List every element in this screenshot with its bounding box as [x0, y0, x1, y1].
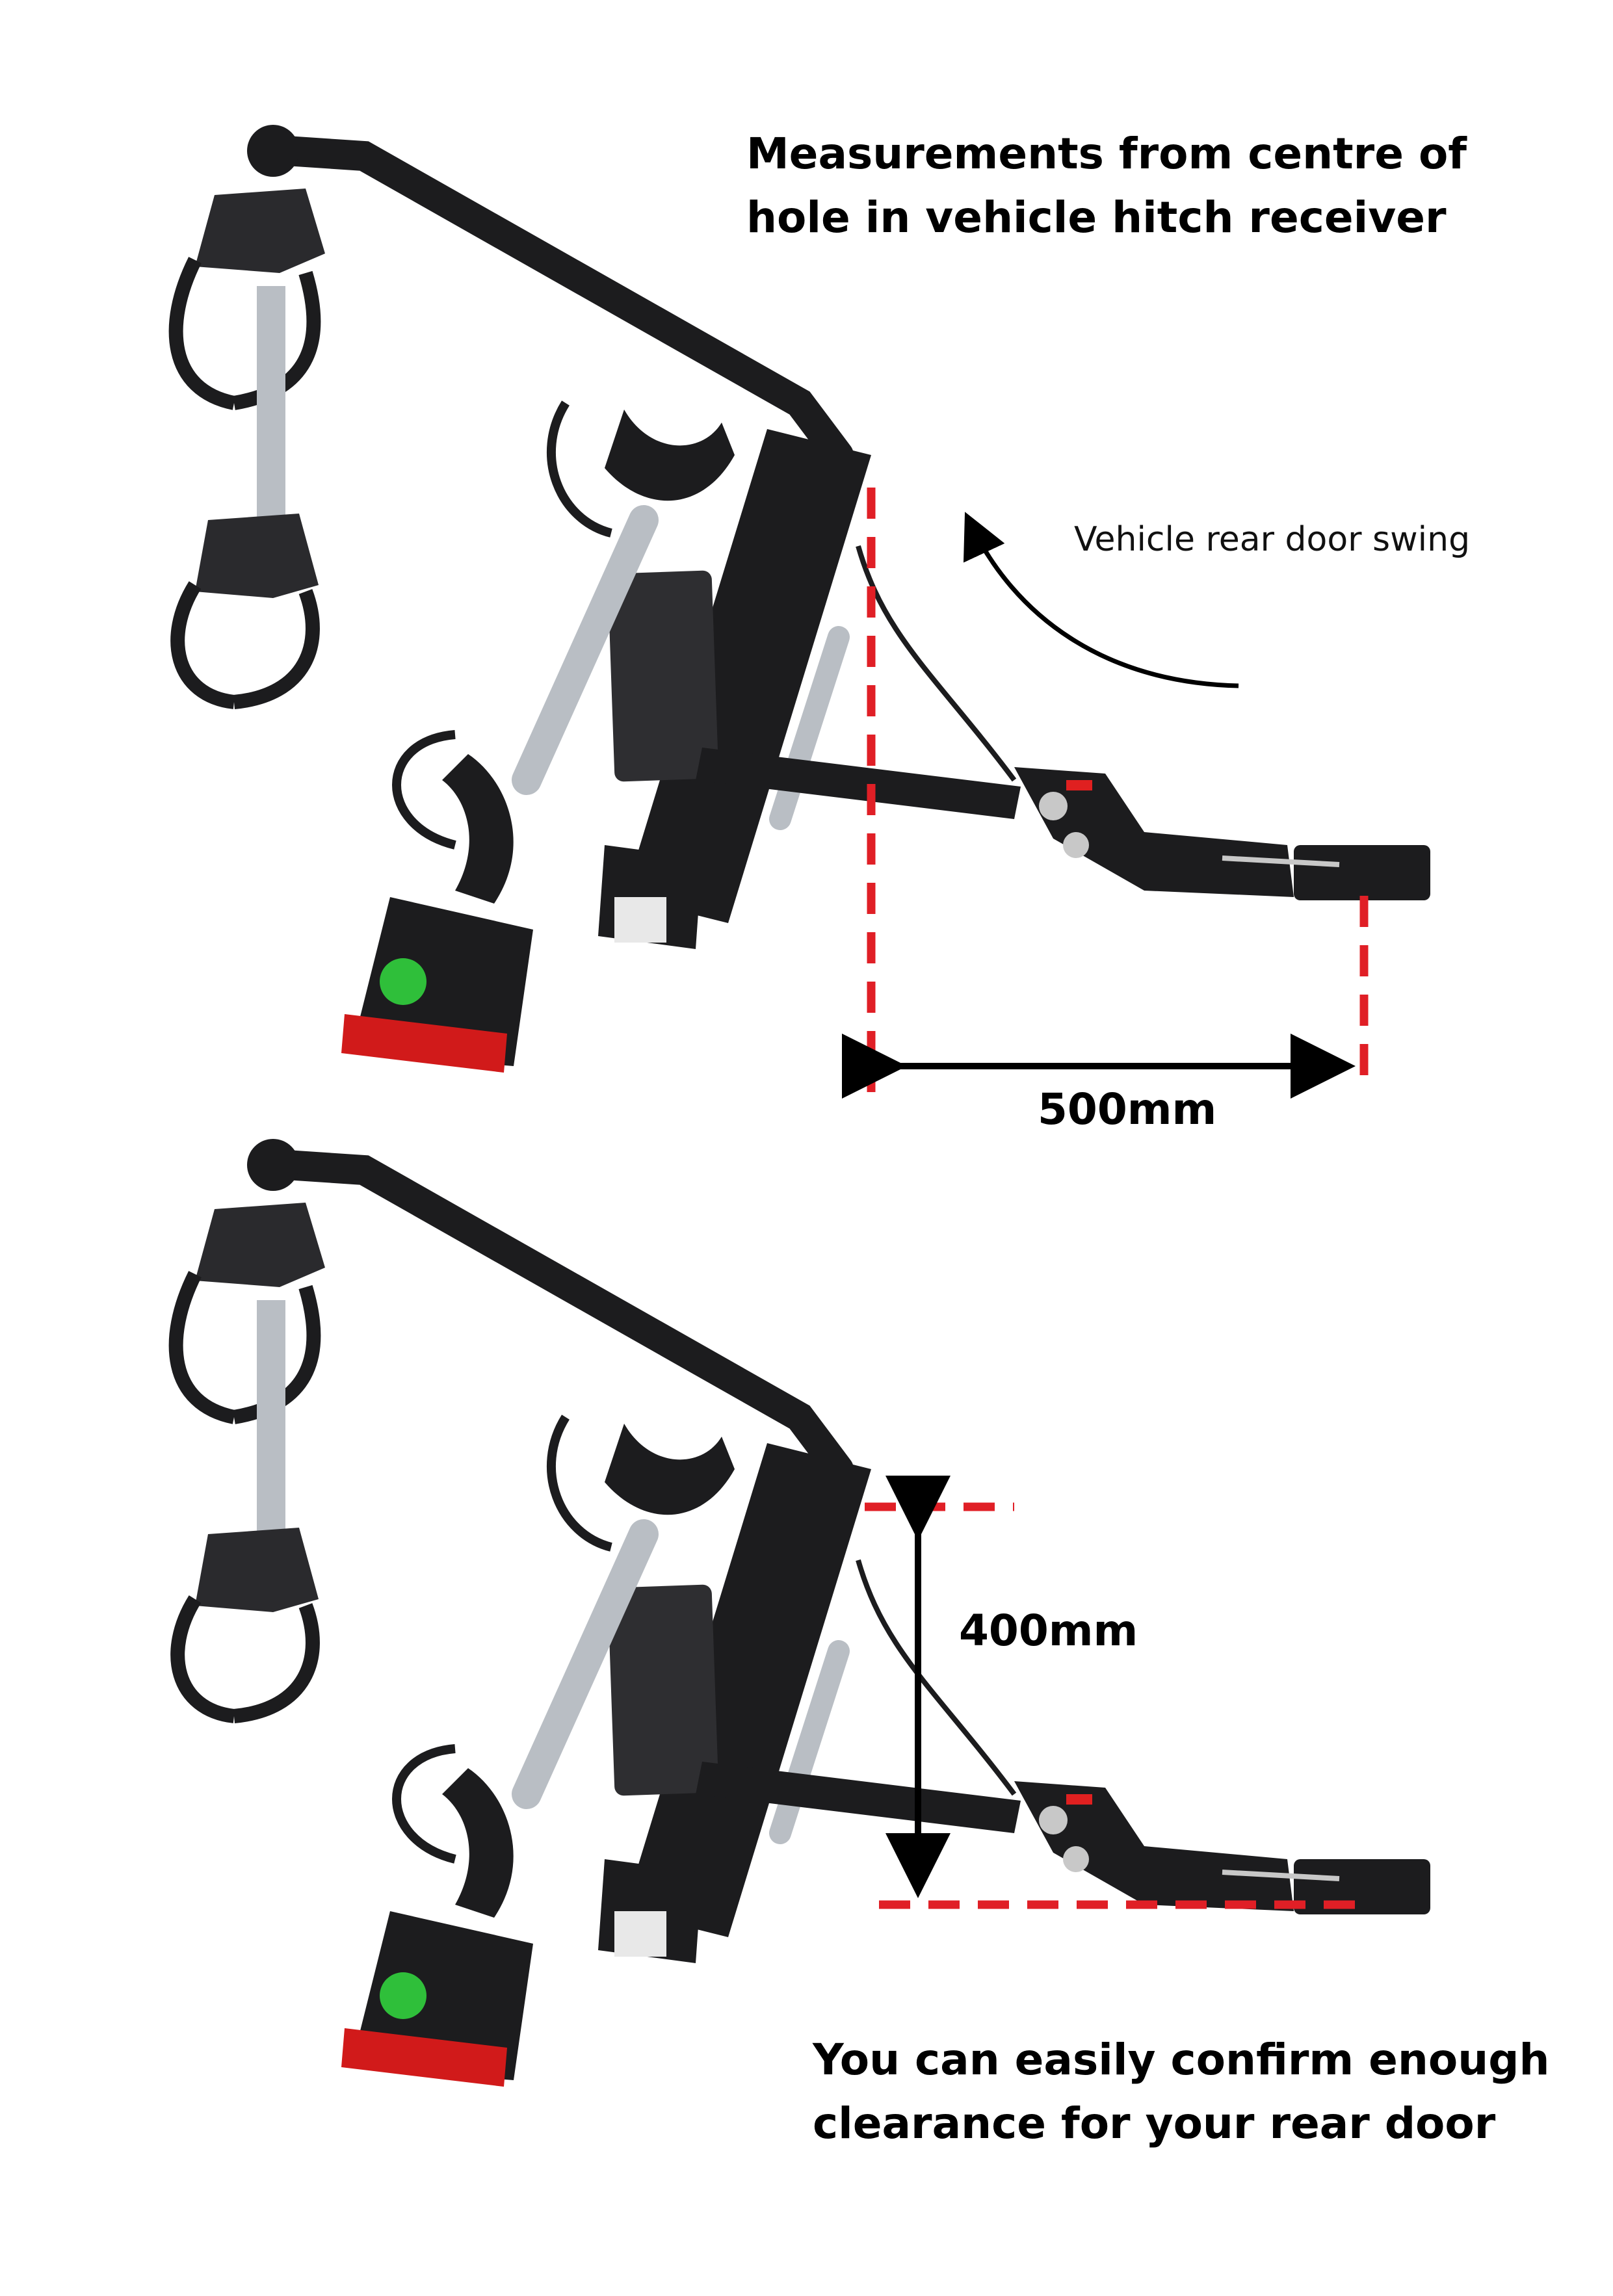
clearance-heading: You can easily confirm enough clearance … — [813, 2028, 1593, 2156]
measurement-heading-line-1: Measurements from centre of — [746, 129, 1467, 179]
door-swing-label: Vehicle rear door swing — [1074, 520, 1471, 559]
dimension-label-height: 400mm — [959, 1606, 1138, 1656]
door-swing-arrow — [963, 512, 1239, 688]
hitch-bike-rack-photo-top — [176, 125, 1430, 1073]
clearance-heading-line-2: clearance for your rear door — [813, 2098, 1496, 2148]
measurement-heading: Measurements from centre of hole in vehi… — [746, 122, 1527, 250]
clearance-heading-line-1: You can easily confirm enough — [813, 2035, 1550, 2085]
hitch-bike-rack-photo-bottom — [176, 1139, 1430, 2087]
dimension-label-width: 500mm — [1038, 1084, 1217, 1134]
measurement-heading-line-2: hole in vehicle hitch receiver — [746, 192, 1447, 242]
